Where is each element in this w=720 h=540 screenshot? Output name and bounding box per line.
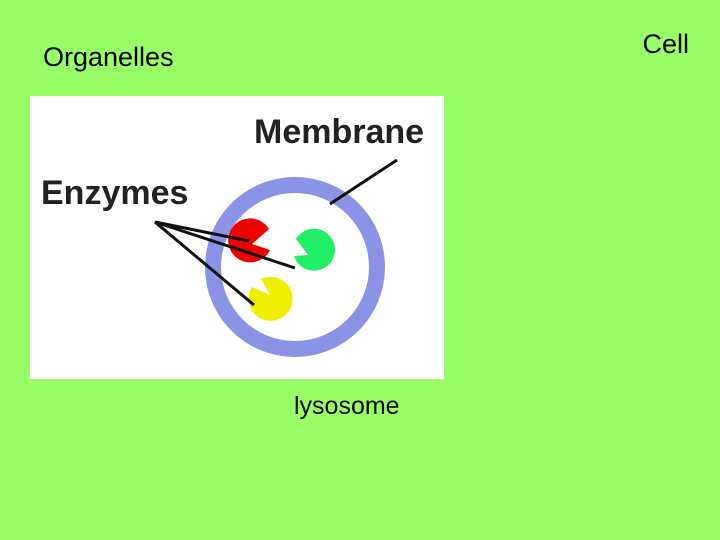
enzyme-leader-line-yellow xyxy=(154,220,255,307)
lysosome-figure: Membrane Enzymes xyxy=(30,96,444,379)
enzyme-yellow xyxy=(248,276,293,321)
membrane-leader-line xyxy=(329,158,398,206)
figure-caption: lysosome xyxy=(294,392,400,420)
cell-label: Cell xyxy=(642,29,689,59)
enzyme-leader-line-red xyxy=(154,220,250,243)
lysosome-diagram: Membrane Enzymes xyxy=(41,113,424,357)
membrane-label: Membrane xyxy=(254,113,424,151)
enzyme-green xyxy=(294,228,336,271)
enzyme-leader-line-green xyxy=(154,220,296,270)
enzymes-label: Enzymes xyxy=(41,174,188,212)
slide-title: Organelles xyxy=(43,42,174,72)
